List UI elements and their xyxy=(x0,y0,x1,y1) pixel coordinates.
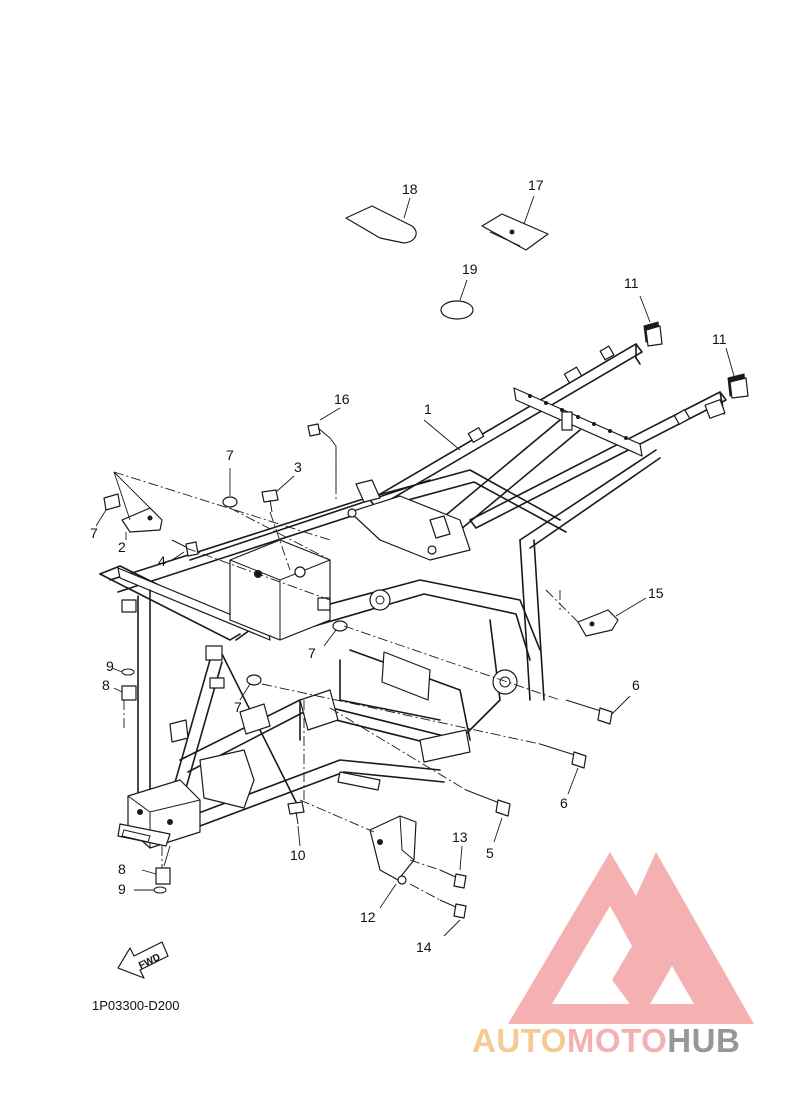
part-16-bolt xyxy=(307,407,341,490)
watermark-logo-mark xyxy=(508,852,754,1024)
part-8-9-grommets xyxy=(111,667,171,894)
callout-4: 4 xyxy=(158,553,166,569)
frame-lower-cradle xyxy=(117,589,471,849)
part-7-washers xyxy=(95,468,348,701)
callout-7a: 7 xyxy=(226,447,234,463)
callout-18: 18 xyxy=(402,181,418,197)
callout-12: 12 xyxy=(360,909,376,925)
callout-labels: 1 2 3 4 5 6 6 7 7 7 7 8 8 9 9 10 11 11 1… xyxy=(90,177,727,955)
callout-13: 13 xyxy=(452,829,468,845)
callout-19: 19 xyxy=(462,261,478,277)
frame-rear-rails xyxy=(369,343,727,549)
watermark-hub: HUB xyxy=(667,1022,740,1059)
callout-15: 15 xyxy=(648,585,664,601)
frame-main-upper xyxy=(99,469,567,741)
part-10-bolt xyxy=(287,801,305,847)
callout-7d: 7 xyxy=(234,699,242,715)
callout-5: 5 xyxy=(486,845,494,861)
part-2-bracket xyxy=(103,471,163,540)
part-11-end-caps xyxy=(639,295,749,399)
callout-9a: 9 xyxy=(106,658,114,674)
part-3-bolt xyxy=(261,475,295,513)
callout-2: 2 xyxy=(118,539,126,555)
callout-9b: 9 xyxy=(118,881,126,897)
callout-8a: 8 xyxy=(102,677,110,693)
callout-16: 16 xyxy=(334,391,350,407)
callout-17: 17 xyxy=(528,177,544,193)
callout-11a: 11 xyxy=(624,275,639,291)
drawing-code: 1P03300-D200 xyxy=(92,998,179,1013)
part-18-decal xyxy=(345,197,417,244)
callout-8b: 8 xyxy=(118,861,126,877)
watermark-moto: MOTO xyxy=(567,1022,667,1059)
part-17-plate xyxy=(481,195,549,251)
fwd-arrow: FWD xyxy=(117,941,169,979)
watermark-logo: AUTOMOTOHUB xyxy=(472,852,754,1059)
watermark-word: AUTOMOTOHUB xyxy=(472,1022,740,1059)
callout-3: 3 xyxy=(294,459,302,475)
assembly-lines xyxy=(113,419,579,901)
callout-14: 14 xyxy=(416,939,432,955)
part-12-13-14-bracket xyxy=(369,815,467,937)
part-19-ring xyxy=(440,279,474,320)
callout-7b: 7 xyxy=(90,525,98,541)
callout-7c: 7 xyxy=(308,645,316,661)
part-5-6-bolts xyxy=(465,695,631,843)
part-15-bracket xyxy=(577,597,647,637)
callout-10: 10 xyxy=(290,847,306,863)
watermark-auto: AUTO xyxy=(472,1022,567,1059)
callout-6b: 6 xyxy=(560,795,568,811)
callout-1: 1 xyxy=(424,401,432,417)
callout-11b: 11 xyxy=(712,331,727,347)
part-4-bolt xyxy=(171,539,199,561)
callout-6a: 6 xyxy=(632,677,640,693)
